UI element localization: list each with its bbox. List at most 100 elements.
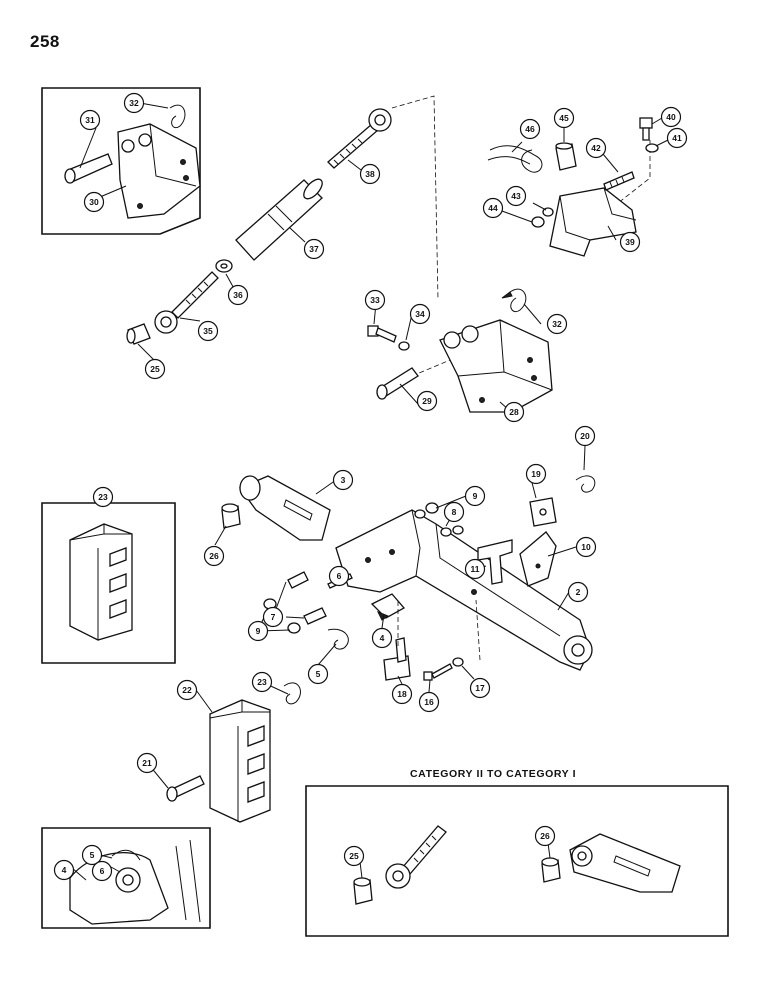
svg-text:2: 2 xyxy=(576,587,581,597)
pins-7 xyxy=(287,571,327,625)
pin-31 xyxy=(64,153,113,184)
t-bar-11 xyxy=(477,539,513,585)
callout-10: 10 xyxy=(575,536,597,558)
svg-text:46: 46 xyxy=(525,124,535,134)
clip-32 xyxy=(501,288,527,312)
svg-text:25: 25 xyxy=(349,851,359,861)
callout-33: 33 xyxy=(364,289,386,311)
bolt-40 xyxy=(639,117,653,141)
svg-text:29: 29 xyxy=(422,396,432,406)
callout-5: 5 xyxy=(307,663,329,685)
plate-19 xyxy=(529,497,557,527)
page-number: 258 xyxy=(30,32,60,51)
nut-44 xyxy=(531,216,545,228)
svg-text:6: 6 xyxy=(337,571,342,581)
clip-23 xyxy=(283,682,301,705)
callout-41: 41 xyxy=(666,127,688,149)
svg-text:7: 7 xyxy=(271,612,276,622)
bolt-42 xyxy=(603,171,635,191)
svg-text:17: 17 xyxy=(475,683,485,693)
washer-17 xyxy=(452,657,464,667)
assembly-line-link xyxy=(397,599,481,661)
plate-18 xyxy=(383,637,411,681)
callout-26-conversion: 26 xyxy=(534,825,556,847)
callout-8: 8 xyxy=(443,501,465,523)
latch-4 xyxy=(370,593,406,621)
callout-23: 23 xyxy=(251,671,273,693)
rings-9-lower xyxy=(263,598,301,634)
callout-43: 43 xyxy=(505,185,527,207)
callout-30: 30 xyxy=(83,191,105,213)
callout-4-detail: 4 xyxy=(53,859,75,881)
svg-text:4: 4 xyxy=(380,633,385,643)
callout-11: 11 xyxy=(464,558,486,580)
callout-4: 4 xyxy=(371,627,393,649)
callout-29: 29 xyxy=(416,390,438,412)
svg-text:32: 32 xyxy=(129,98,139,108)
svg-text:44: 44 xyxy=(488,203,498,213)
callout-35: 35 xyxy=(197,320,219,342)
inset-box-latch-detail xyxy=(41,827,211,929)
category-conversion-caption: CATEGORY II TO CATEGORY I xyxy=(410,768,577,780)
svg-text:28: 28 xyxy=(509,407,519,417)
svg-text:41: 41 xyxy=(672,133,682,143)
pin-29 xyxy=(376,367,419,400)
callout-25: 25 xyxy=(144,358,166,380)
svg-text:45: 45 xyxy=(559,113,569,123)
callout-32: 32 xyxy=(546,313,568,335)
svg-text:23: 23 xyxy=(98,492,108,502)
svg-text:3: 3 xyxy=(341,475,346,485)
bushing-26 xyxy=(221,503,241,529)
svg-text:37: 37 xyxy=(309,244,319,254)
callout-5-detail: 5 xyxy=(81,844,103,866)
svg-text:4: 4 xyxy=(62,865,67,875)
clip-32-inset xyxy=(169,104,186,129)
rod-end-35 xyxy=(154,271,219,334)
spring-5 xyxy=(327,628,349,650)
svg-text:23: 23 xyxy=(257,677,267,687)
callout-9-lower: 9 xyxy=(247,620,269,642)
callout-39: 39 xyxy=(619,231,641,253)
pin-21 xyxy=(166,775,205,802)
link-3 xyxy=(238,475,331,541)
svg-text:42: 42 xyxy=(591,143,601,153)
callout-32-inset: 32 xyxy=(123,92,145,114)
callout-21: 21 xyxy=(136,752,158,774)
bracket-30 xyxy=(117,123,201,219)
callout-22: 22 xyxy=(176,679,198,701)
callout-17: 17 xyxy=(469,677,491,699)
callout-46: 46 xyxy=(519,118,541,140)
clip-20 xyxy=(575,475,596,493)
svg-text:43: 43 xyxy=(511,191,521,201)
callout-19: 19 xyxy=(525,463,547,485)
svg-text:22: 22 xyxy=(182,685,192,695)
svg-text:16: 16 xyxy=(424,697,434,707)
svg-text:34: 34 xyxy=(415,309,425,319)
callout-36: 36 xyxy=(227,284,249,306)
callout-25-conversion: 25 xyxy=(343,845,365,867)
callout-2: 2 xyxy=(567,581,589,603)
inset-box-bracket-30 xyxy=(41,87,201,235)
callout-34: 34 xyxy=(409,303,431,325)
svg-text:10: 10 xyxy=(581,542,591,552)
svg-text:36: 36 xyxy=(233,290,243,300)
svg-text:8: 8 xyxy=(452,507,457,517)
inset-box-category-conversion xyxy=(305,785,729,937)
svg-text:25: 25 xyxy=(150,364,160,374)
svg-text:26: 26 xyxy=(209,551,219,561)
callout-18: 18 xyxy=(391,683,413,705)
svg-text:6: 6 xyxy=(100,866,105,876)
svg-text:19: 19 xyxy=(531,469,541,479)
lower-link-2 xyxy=(335,509,593,671)
bolt-16 xyxy=(423,663,453,681)
callout-9-upper: 9 xyxy=(464,485,486,507)
conversion-rod-end xyxy=(385,825,447,889)
bushing-25 xyxy=(126,323,151,345)
svg-text:5: 5 xyxy=(316,669,321,679)
tube-37 xyxy=(235,178,323,261)
conversion-bushing-25 xyxy=(353,877,373,905)
callout-42: 42 xyxy=(585,137,607,159)
callout-16: 16 xyxy=(418,691,440,713)
svg-text:39: 39 xyxy=(625,237,635,247)
